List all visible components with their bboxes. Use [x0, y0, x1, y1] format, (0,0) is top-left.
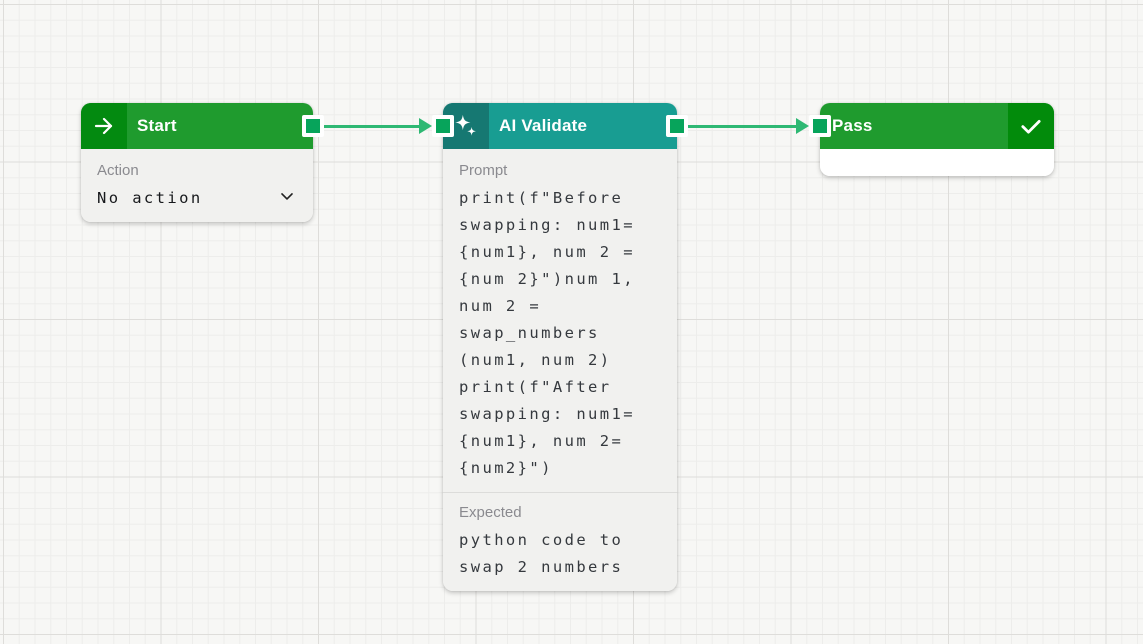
action-label: Action — [97, 162, 139, 179]
edge-ai-validate-to-pass[interactable] — [688, 118, 809, 134]
expected-label: Expected — [459, 504, 522, 521]
arrow-right-icon — [81, 103, 127, 149]
pass-node-header[interactable]: Pass — [809, 103, 1054, 149]
prompt-value[interactable]: print(f"Before swapping: num1= {num1}, n… — [459, 189, 635, 477]
action-select[interactable]: No action — [97, 185, 297, 212]
arrowhead-icon — [419, 118, 432, 134]
prompt-label: Prompt — [459, 162, 508, 179]
pass-input-port[interactable] — [809, 115, 831, 137]
ai-validate-node[interactable]: AI Validate Prompt print(f"Before swappi… — [432, 103, 688, 591]
edge-start-to-ai-validate[interactable] — [324, 118, 432, 134]
check-icon — [1008, 103, 1054, 149]
ai-validate-node-title: AI Validate — [499, 116, 588, 135]
expected-value[interactable]: python code to swap 2 numbers — [459, 531, 624, 576]
start-node-title: Start — [137, 116, 177, 135]
arrowhead-icon — [796, 118, 809, 134]
start-node-body: Action No action — [81, 149, 313, 222]
ai-validate-output-port[interactable] — [666, 115, 688, 137]
ai-validate-node-body: Prompt print(f"Before swapping: num1= {n… — [443, 149, 677, 591]
sparkles-icon — [443, 103, 489, 149]
start-node[interactable]: Start Action No action — [81, 103, 324, 222]
chevron-down-icon — [277, 186, 297, 211]
ai-validate-input-port[interactable] — [432, 115, 454, 137]
ai-validate-node-header[interactable]: AI Validate — [432, 103, 688, 149]
pass-node-title: Pass — [832, 116, 873, 135]
pass-node[interactable]: Pass — [809, 103, 1054, 176]
action-select-value: No action — [97, 189, 203, 207]
start-node-header[interactable]: Start — [81, 103, 324, 149]
pass-node-body — [820, 149, 1054, 176]
section-divider — [443, 492, 677, 493]
start-output-port[interactable] — [302, 115, 324, 137]
